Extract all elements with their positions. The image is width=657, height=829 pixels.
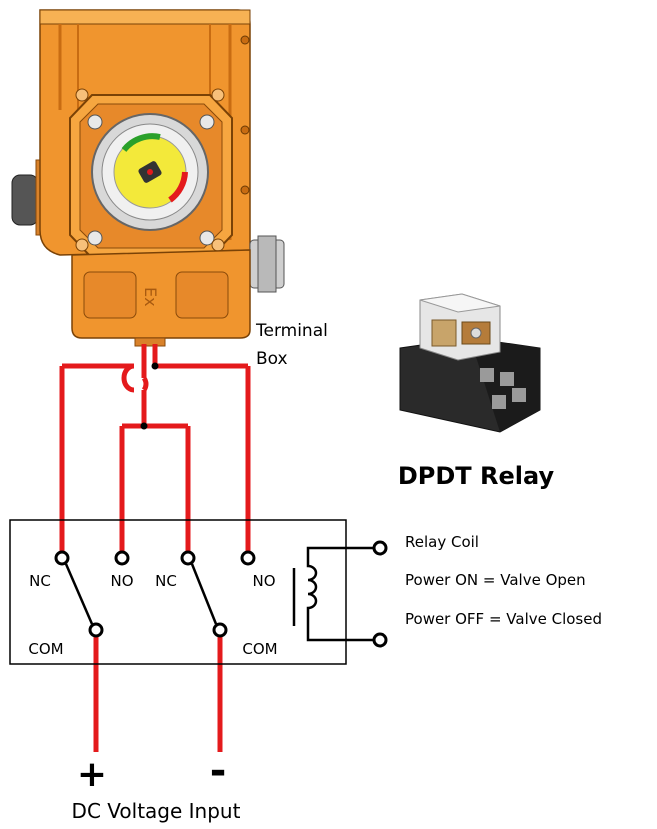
- wire-crossover-arc: [121, 363, 135, 393]
- contact-label-no1: NO: [110, 572, 133, 590]
- switch-blade-2: [190, 563, 218, 625]
- actuator-image: Ex: [11, 9, 285, 347]
- svg-text:Ex: Ex: [141, 287, 160, 307]
- minus-symbol: -: [210, 748, 227, 794]
- relay-title: DPDT Relay: [398, 462, 555, 490]
- junction-dot-2: [151, 362, 159, 370]
- coil-terminal-top: [372, 540, 388, 556]
- terminal-no2: [240, 550, 256, 566]
- terminal-com1: [88, 622, 104, 638]
- power-on-label: Power ON = Valve Open: [405, 571, 586, 589]
- terminal-box-label-line2: Box: [256, 349, 288, 369]
- terminal-com2: [212, 622, 228, 638]
- switch-blade-1: [64, 563, 94, 625]
- contact-label-com2: COM: [242, 640, 277, 658]
- dc-input-label: DC Voltage Input: [72, 799, 241, 823]
- terminals: [54, 550, 256, 638]
- junction-dot-1: [140, 422, 148, 430]
- relay-schematic-box: [9, 519, 347, 665]
- terminal-no1: [114, 550, 130, 566]
- relay-coil-label: Relay Coil: [405, 533, 479, 551]
- terminal-box-label-line1: Terminal: [255, 321, 328, 341]
- wire-crossover: [141, 376, 149, 392]
- wires: [59, 344, 251, 752]
- wire-nc1-no2: [59, 363, 251, 554]
- contact-label-no2: NO: [252, 572, 275, 590]
- relay-image: [399, 293, 541, 433]
- contact-label-nc1: NC: [29, 572, 51, 590]
- contact-label-com1: COM: [28, 640, 63, 658]
- power-off-label: Power OFF = Valve Closed: [405, 610, 602, 628]
- terminal-nc2: [180, 550, 196, 566]
- plus-symbol: +: [77, 754, 107, 795]
- coil-terminal-bottom: [372, 632, 388, 648]
- contact-label-nc2: NC: [155, 572, 177, 590]
- relay-coil-symbol: [292, 546, 380, 642]
- wire-no1-nc2: [119, 390, 191, 554]
- terminal-nc1: [54, 550, 70, 566]
